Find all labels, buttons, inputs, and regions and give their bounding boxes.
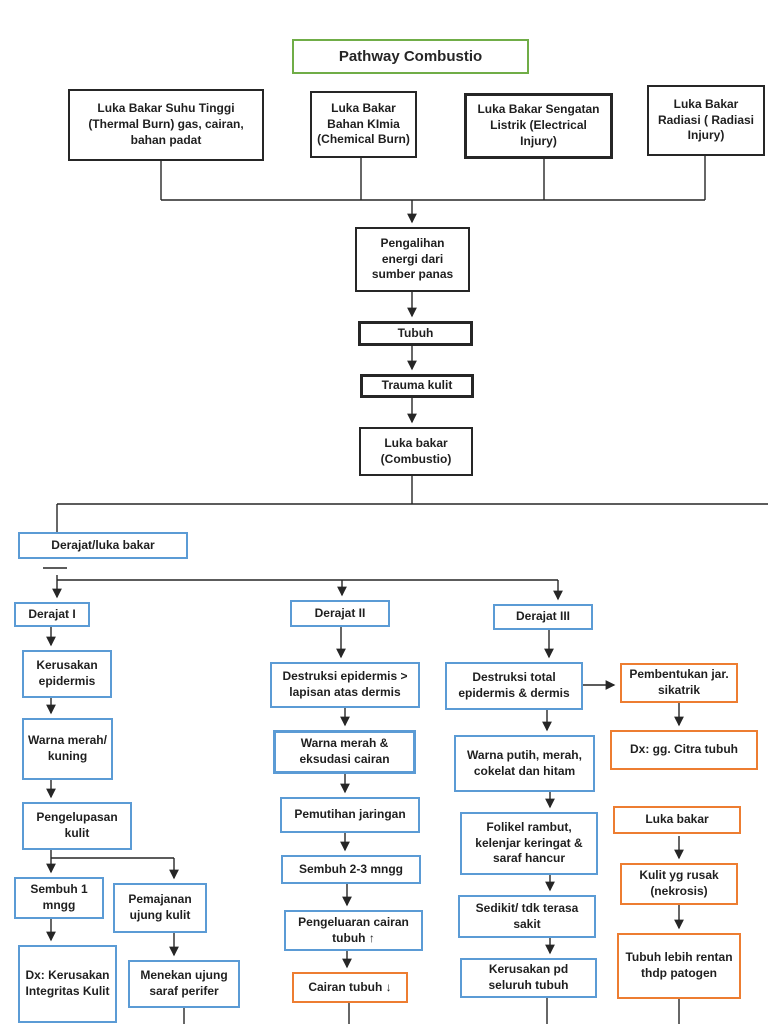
flowchart-title: Pathway Combustio [292,39,529,74]
node-epidermis-damage: Kerusakan epidermis [22,650,112,698]
node-skin-edge-exposure: Pemajanan ujung kulit [113,883,207,933]
node-body-fluid-decrease: Cairan tubuh ↓ [292,972,408,1003]
node-red-yellow-color: Warna merah/ kuning [22,718,113,780]
node-total-destruction: Destruksi total epidermis & dermis [445,662,583,710]
node-combustio: Luka bakar (Combustio) [359,427,473,476]
node-radiation-injury: Luka Bakar Radiasi ( Radiasi Injury) [647,85,765,156]
node-pathogen-vulnerability: Tubuh lebih rentan thdp patogen [617,933,741,999]
node-thermal-burn: Luka Bakar Suhu Tinggi (Thermal Burn) ga… [68,89,264,161]
node-chemical-burn: Luka Bakar Bahan KImia (Chemical Burn) [310,91,417,158]
node-white-brown-black-color: Warna putih, merah, cokelat dan hitam [454,735,595,792]
node-dx-skin-integrity: Dx: Kerusakan Integritas Kulit [18,945,117,1023]
node-heal-2-3-weeks: Sembuh 2-3 mngg [281,855,421,884]
node-burn-degree: Derajat/luka bakar [18,532,188,559]
node-skin-necrosis: Kulit yg rusak (nekrosis) [620,863,738,905]
node-burn-wound: Luka bakar [613,806,741,834]
node-little-pain: Sedikit/ tdk terasa sakit [458,895,596,938]
node-body: Tubuh [358,321,473,346]
node-electrical-injury: Luka Bakar Sengatan Listrik (Electrical … [464,93,613,159]
node-skin-trauma: Trauma kulit [360,374,474,398]
node-epidermis-destruction: Destruksi epidermis > lapisan atas dermi… [270,662,420,708]
node-skin-peeling: Pengelupasan kulit [22,802,132,850]
node-tissue-blanching: Pemutihan jaringan [280,797,420,833]
node-whole-body-damage: Kerusakan pd seluruh tubuh [460,958,597,998]
node-degree-1: Derajat I [14,602,90,627]
node-degree-2: Derajat II [290,600,390,627]
node-degree-3: Derajat III [493,604,593,630]
node-dx-body-image: Dx: gg. Citra tubuh [610,730,758,770]
node-energy-transfer: Pengalihan energi dari sumber panas [355,227,470,292]
node-red-exudation: Warna merah & eksudasi cairan [273,730,416,774]
node-follicle-destroyed: Folikel rambut, kelenjar keringat & sara… [460,812,598,875]
node-fluid-loss-increase: Pengeluaran cairan tubuh ↑ [284,910,423,951]
node-heal-1-week: Sembuh 1 mngg [14,877,104,919]
node-scar-formation: Pembentukan jar. sikatrik [620,663,738,703]
node-peripheral-nerve-pressure: Menekan ujung saraf perifer [128,960,240,1008]
